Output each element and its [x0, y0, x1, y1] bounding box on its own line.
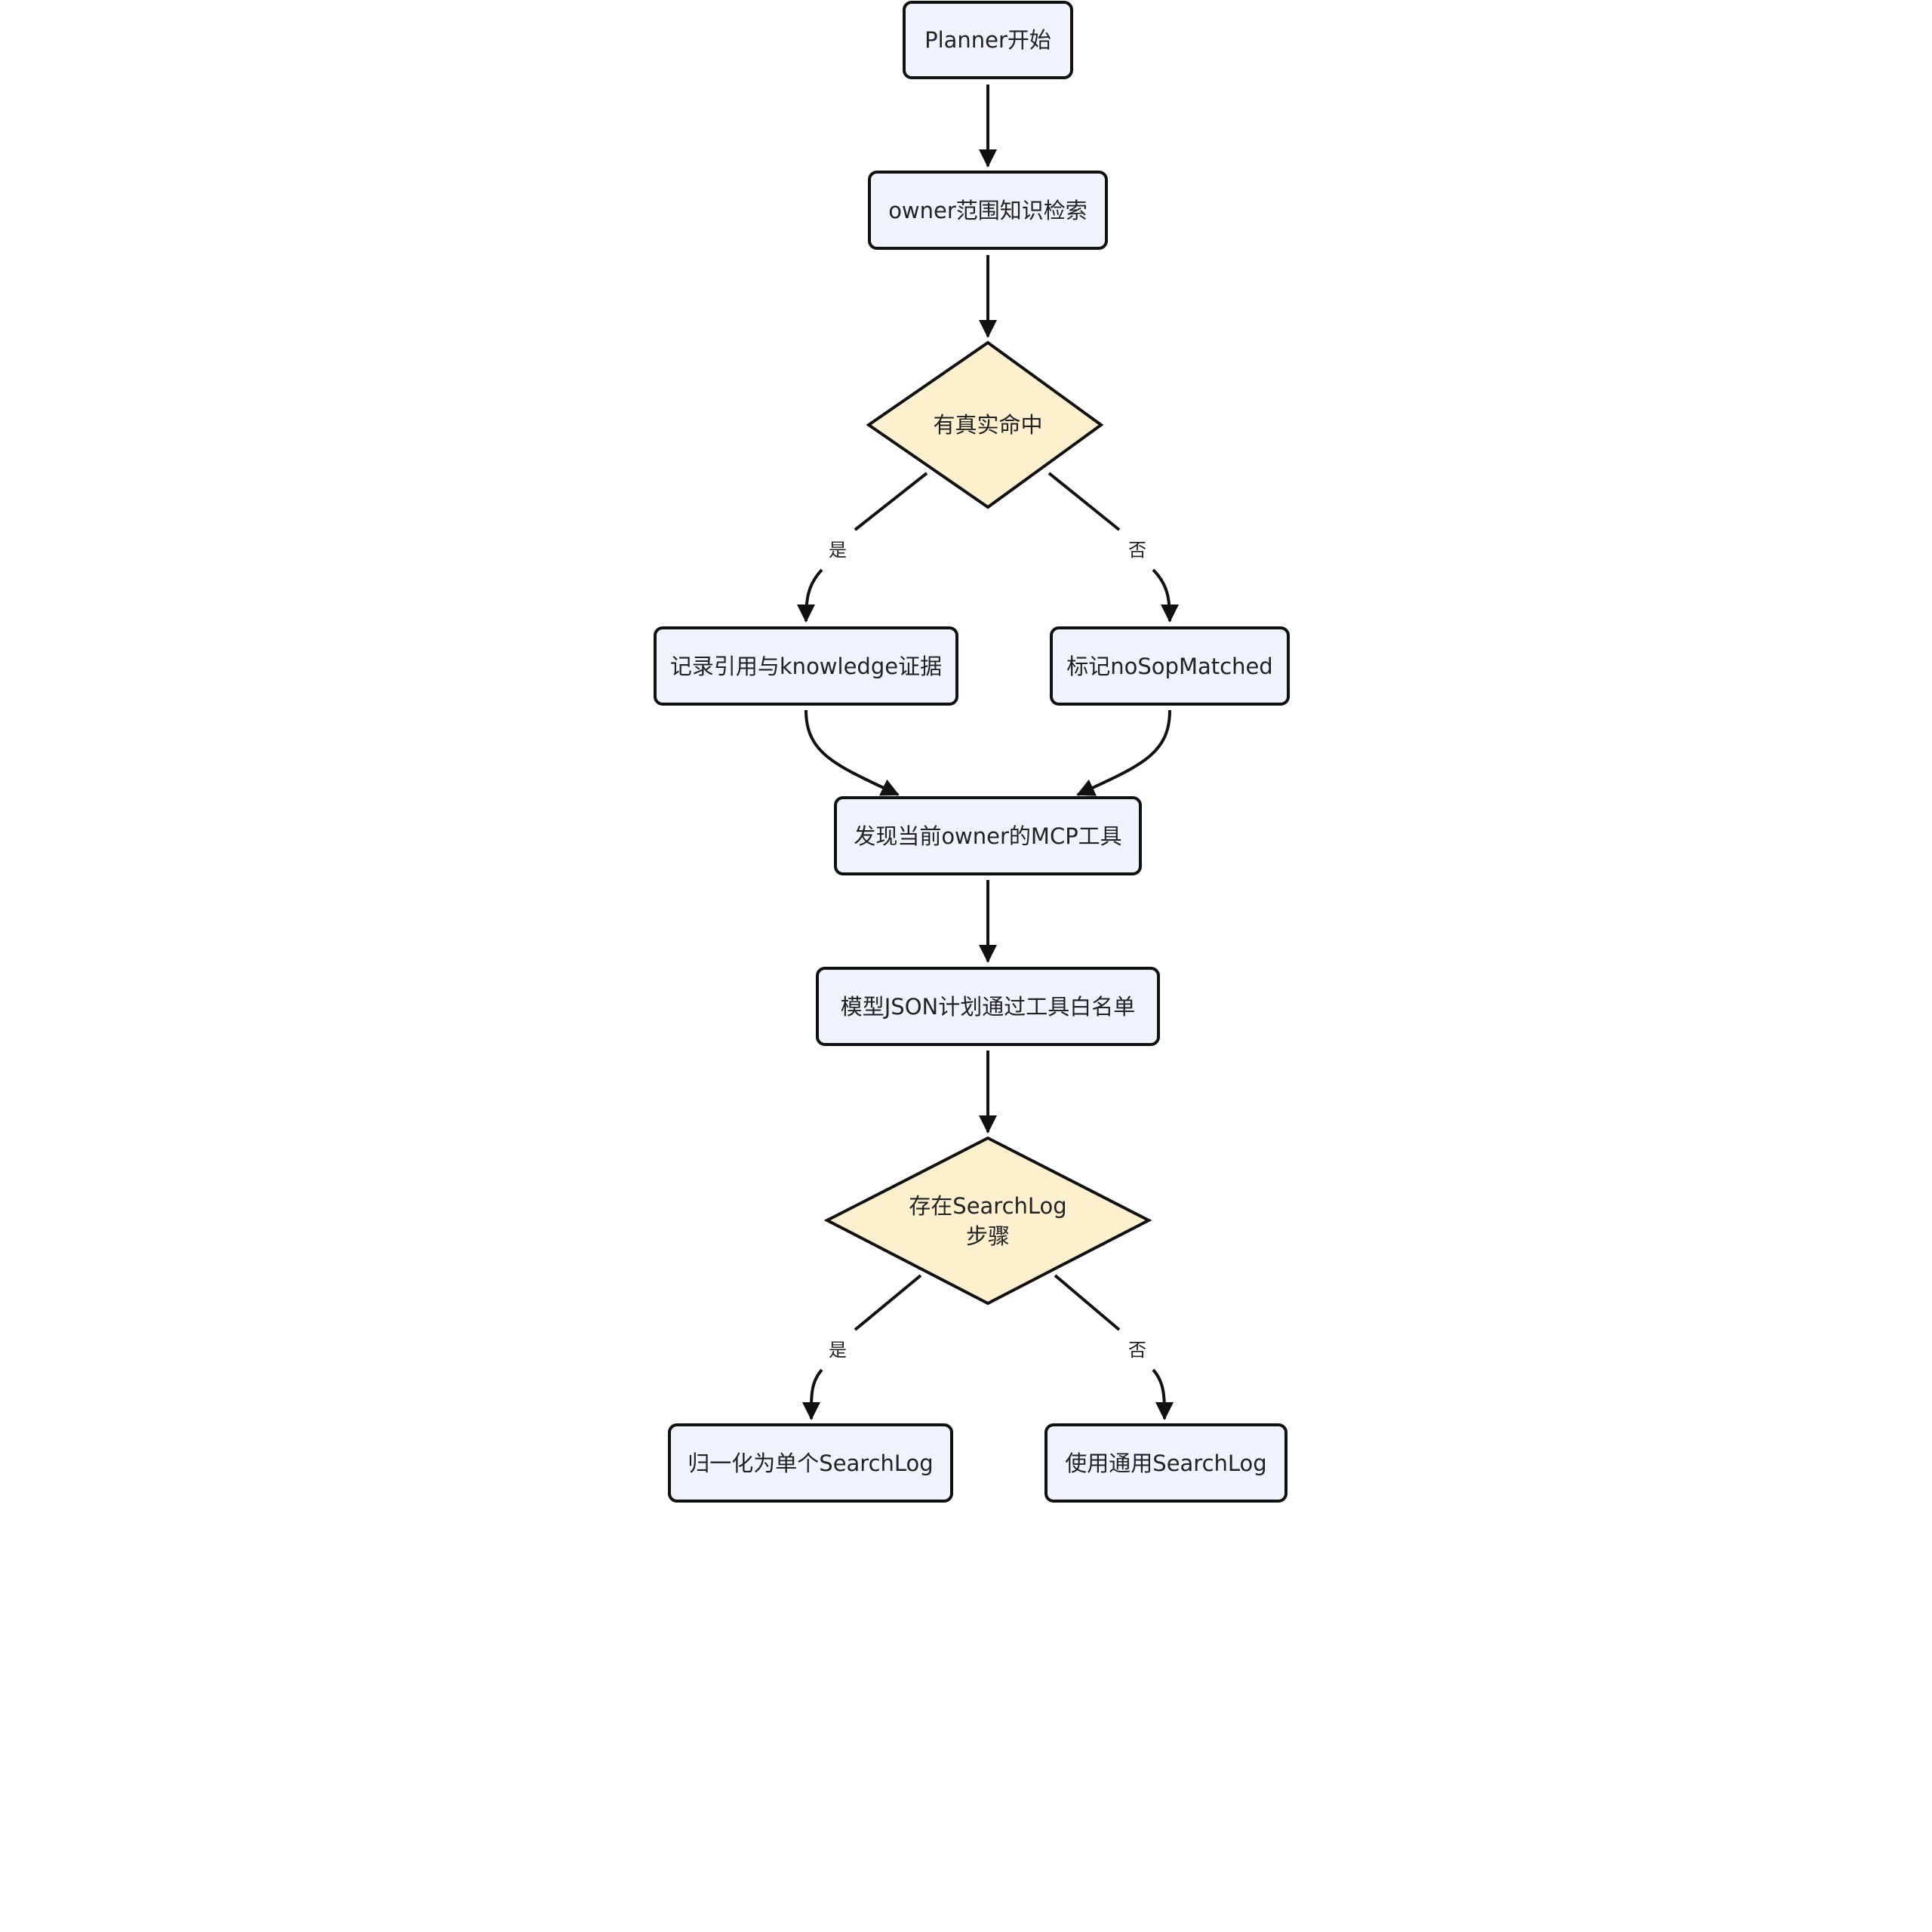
edge-decision1-no: [1048, 472, 1170, 621]
edge-label-no-2: 否: [1128, 1340, 1146, 1361]
node-decision2-label-line1: 存在SearchLog: [909, 1193, 1066, 1219]
node-decision1: 有真实命中: [866, 340, 1104, 509]
edge-record-to-discover: [804, 709, 900, 796]
edge-decision2-no: [1054, 1274, 1164, 1419]
node-record-label: 记录引用与knowledge证据: [670, 654, 942, 679]
node-mark: 标记noSopMatched: [1050, 626, 1290, 706]
node-start-label: Planner开始: [924, 27, 1051, 53]
node-normalize: 归一化为单个SearchLog: [668, 1423, 953, 1503]
node-decision2-label-line2: 步骤: [966, 1223, 1010, 1249]
node-plan: 模型JSON计划通过工具白名单: [816, 967, 1160, 1046]
node-discover-label: 发现当前owner的MCP工具: [854, 823, 1121, 849]
node-generic: 使用通用SearchLog: [1044, 1423, 1287, 1503]
node-generic-label: 使用通用SearchLog: [1065, 1451, 1266, 1476]
node-search: owner范围知识检索: [868, 171, 1108, 250]
edge-label-yes-1: 是: [829, 540, 847, 561]
node-search-label: owner范围知识检索: [888, 198, 1088, 223]
edges: [806, 85, 1170, 1419]
edge-mark-to-discover: [1076, 709, 1171, 796]
edge-labels: 是 否 是 否: [829, 540, 1146, 1361]
node-normalize-label: 归一化为单个SearchLog: [688, 1451, 933, 1476]
node-plan-label: 模型JSON计划通过工具白名单: [841, 994, 1135, 1020]
node-decision2: 存在SearchLog 步骤: [823, 1136, 1152, 1306]
node-decision1-label: 有真实命中: [933, 412, 1042, 438]
node-record: 记录引用与knowledge证据: [654, 626, 958, 706]
node-mark-label: 标记noSopMatched: [1066, 654, 1272, 679]
edge-label-no-1: 否: [1128, 540, 1146, 561]
node-start: Planner开始: [903, 1, 1073, 79]
edge-decision1-yes: [806, 472, 928, 621]
edge-decision2-yes: [811, 1274, 922, 1419]
edge-label-yes-2: 是: [829, 1340, 847, 1361]
node-discover: 发现当前owner的MCP工具: [834, 796, 1142, 875]
